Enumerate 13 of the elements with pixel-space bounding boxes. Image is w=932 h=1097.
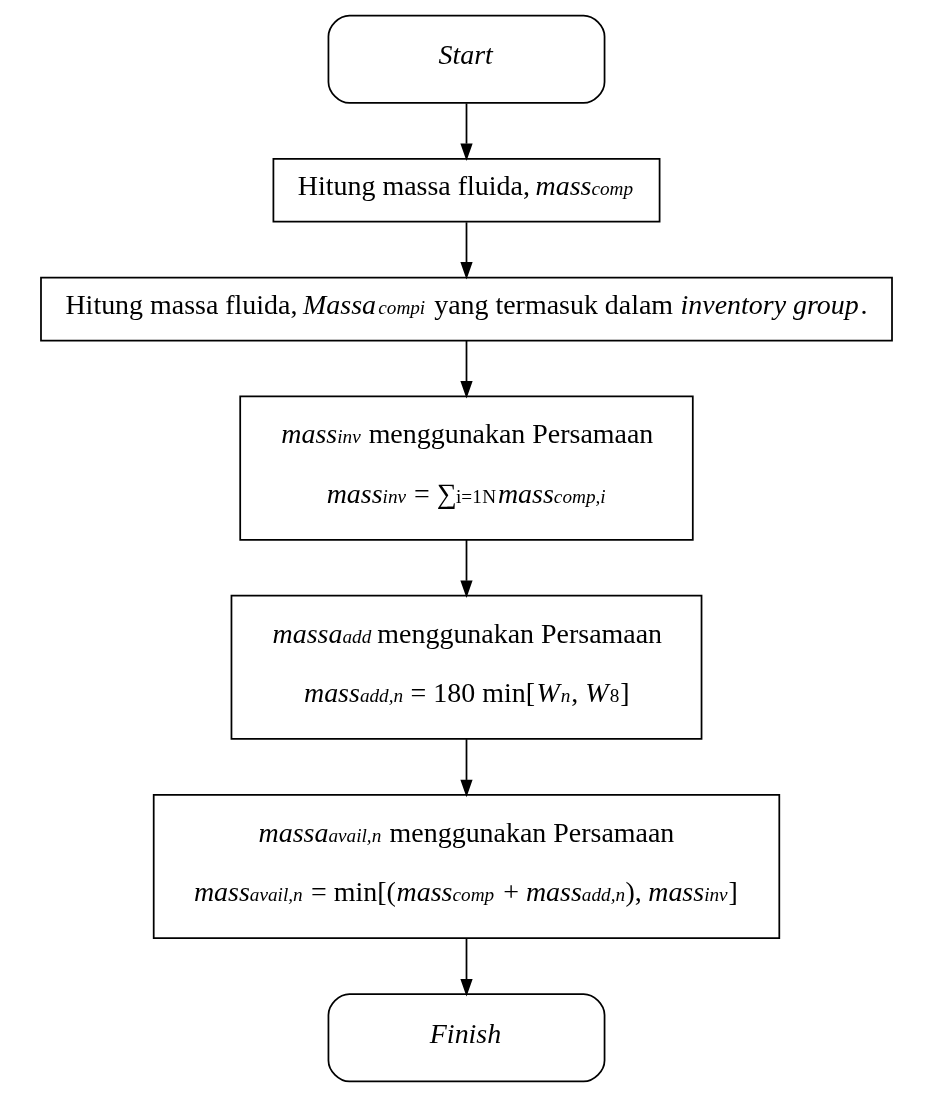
arrow <box>459 339 473 399</box>
node-box: massaadd menggunakan Persamaan massadd,n = 180 min[Wn, W8] <box>230 594 702 740</box>
node-box: Hitung massa fluida, masscomp <box>272 157 660 223</box>
arrow <box>459 102 473 161</box>
arrow <box>459 221 473 280</box>
node-box: Hitung massa fluida, Massacompi yang termasuk dalam inventory group. <box>39 276 893 342</box>
arrow <box>459 738 473 798</box>
node-box: massaavail,n menggunakan Persamaan massavail,n = min[(masscomp + massadd,n), massinv] <box>152 794 780 940</box>
arrow <box>459 539 473 598</box>
node-box: Start <box>327 14 605 104</box>
arrow <box>459 937 473 997</box>
node-box: massinv menggunakan Persamaan massinv = ∑i=1Nmasscomp,i <box>238 395 694 541</box>
node-box: Finish <box>327 993 605 1083</box>
